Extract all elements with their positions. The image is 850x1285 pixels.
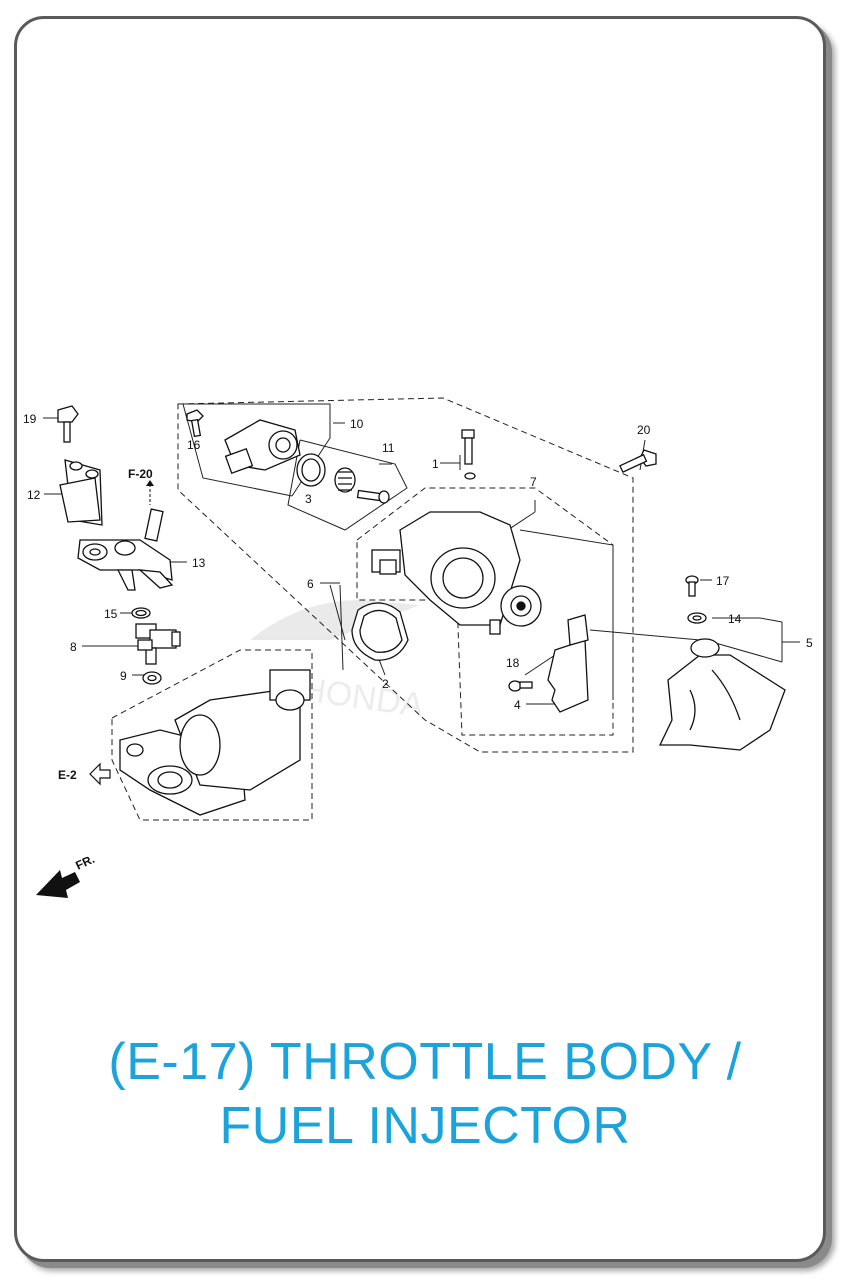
page-title: (E-17) THROTTLE BODY / FUEL INJECTOR [0, 1030, 850, 1158]
callout-14: 14 [728, 612, 742, 626]
bolt-20-icon [619, 449, 657, 473]
seal-9-icon [142, 671, 162, 685]
callout-7: 7 [530, 475, 537, 489]
intake-manifold-icon [119, 669, 311, 816]
spring-11-icon [334, 467, 390, 504]
callout-20: 20 [637, 423, 651, 437]
washer-14-icon [687, 612, 707, 624]
cover-5-icon [658, 638, 786, 751]
leader-boxes [182, 403, 614, 700]
callout-16: 16 [187, 438, 201, 452]
bolt-16-icon [186, 409, 204, 438]
callout-6: 6 [307, 577, 314, 591]
callout-5: 5 [806, 636, 813, 650]
page-title-line1: (E-17) THROTTLE BODY / [108, 1033, 742, 1091]
bolt-17-icon [685, 575, 699, 597]
screw-1-icon [461, 429, 476, 480]
callout-11: 11 [382, 441, 395, 455]
ref-e2-label: E-2 [58, 768, 77, 782]
injector-holder-13-icon [77, 508, 174, 591]
front-label: FR. [73, 852, 96, 873]
callout-19: 19 [23, 412, 37, 426]
sensor-10-icon [224, 419, 301, 475]
bracket-12-icon [59, 459, 103, 526]
callout-8: 8 [70, 640, 77, 654]
callout-17: 17 [716, 574, 730, 588]
throttle-body-7-icon [371, 511, 542, 635]
injector-8-icon [135, 623, 181, 665]
oring-3-icon [296, 453, 326, 487]
front-direction-arrow: FR. [36, 852, 97, 898]
callout-10: 10 [350, 417, 364, 431]
oring-15-icon [131, 607, 151, 619]
bolt-19-icon [57, 405, 79, 443]
ref-f20-label: F-20 [128, 467, 153, 481]
screw-18-icon [508, 680, 533, 692]
callout-18: 18 [506, 656, 520, 670]
callout-2: 2 [382, 677, 389, 691]
callout-9: 9 [120, 669, 127, 683]
callout-4: 4 [514, 698, 521, 712]
callout-13: 13 [192, 556, 206, 570]
watermark-text: HONDA [299, 670, 426, 725]
gasket-2-icon [351, 602, 409, 661]
callout-3: 3 [305, 492, 312, 506]
callout-15: 15 [104, 607, 118, 621]
bracket-4-icon [547, 614, 589, 713]
ref-e2: E-2 [58, 762, 111, 786]
callout-1: 1 [432, 457, 439, 471]
group-outlines [111, 397, 634, 821]
ref-f20: F-20 [128, 467, 154, 505]
callout-labels: 1 2 3 4 5 6 7 8 9 10 11 12 13 14 15 16 1… [23, 412, 813, 712]
page-title-line2: FUEL INJECTOR [219, 1097, 631, 1155]
callout-12: 12 [27, 488, 41, 502]
